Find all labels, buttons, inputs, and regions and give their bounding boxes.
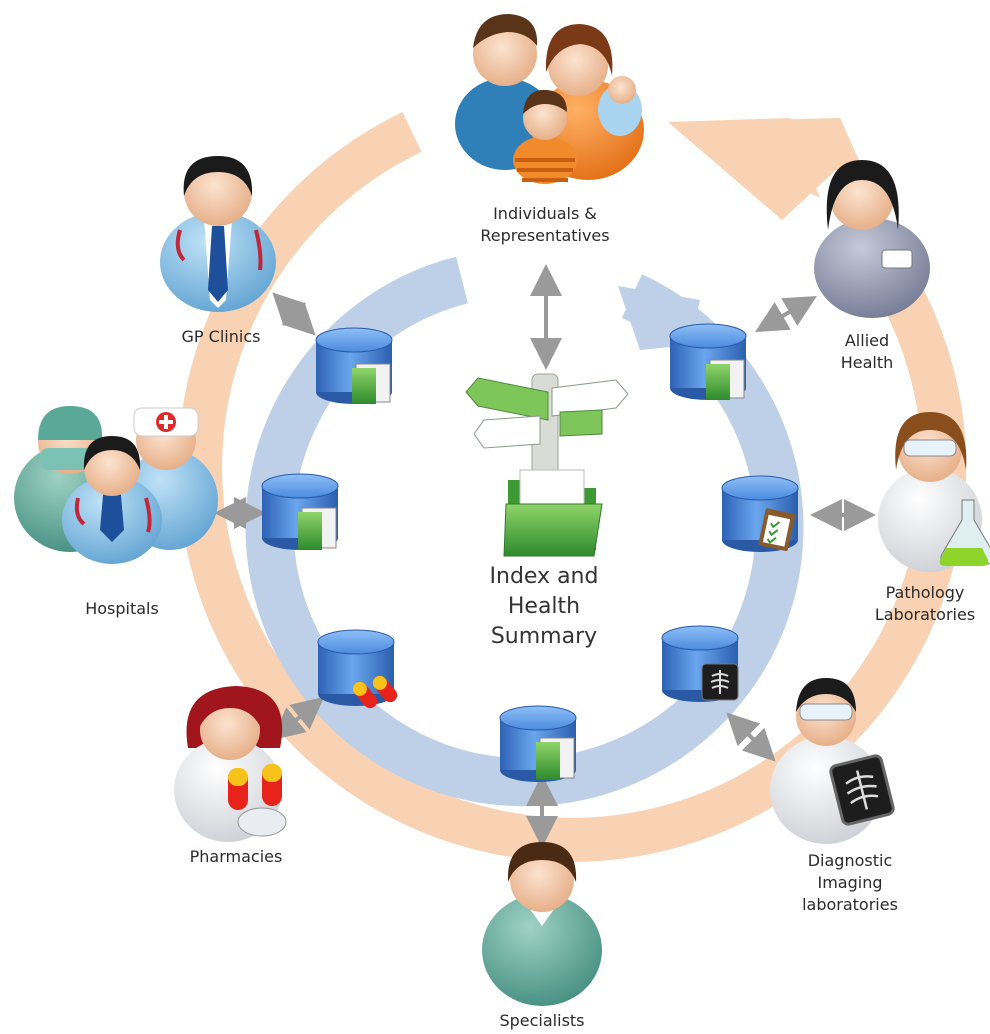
database-allied — [669, 323, 747, 400]
pills-icon — [352, 675, 398, 709]
specialist-icon — [482, 842, 602, 1006]
database-pharmacies — [317, 629, 398, 709]
label-imaging: Diagnostic Imaging laboratories — [802, 851, 898, 914]
label-individuals: Individuals & Representatives — [480, 204, 610, 245]
doctor-icon — [160, 156, 276, 312]
radiologist-icon — [770, 678, 895, 844]
lab-scientist-icon — [878, 412, 990, 572]
database-hospitals — [261, 473, 339, 550]
green-folder-icon — [503, 469, 603, 557]
clipboard-icon — [758, 508, 795, 552]
label-pharmacies: Pharmacies — [189, 847, 283, 866]
arrow-allied — [755, 295, 817, 333]
center-label: Index and Health Summary — [489, 564, 599, 649]
nurse-icon — [814, 160, 930, 318]
arrow-gp — [272, 292, 316, 336]
arrow-pharmacies — [271, 696, 325, 741]
pharmacist-icon — [174, 686, 287, 842]
document-folder-icon — [706, 359, 745, 400]
family-icon — [455, 14, 644, 184]
database-imaging — [661, 625, 739, 702]
connector-arrows — [214, 264, 876, 848]
database-gp — [315, 327, 393, 404]
label-gp-clinics: GP Clinics — [181, 327, 261, 346]
database-specialists — [499, 705, 577, 782]
xray-icon — [701, 663, 739, 701]
hospital-staff-icon — [14, 406, 218, 564]
label-allied-health: Allied Health — [840, 331, 894, 372]
label-pathology: Pathology Laboratories — [874, 583, 976, 624]
document-folder-icon — [352, 363, 391, 404]
document-folder-icon — [536, 737, 575, 780]
label-specialists: Specialists — [499, 1011, 585, 1030]
label-hospitals: Hospitals — [85, 599, 159, 618]
database-pathology — [721, 475, 799, 552]
document-folder-icon — [298, 507, 337, 550]
arrow-imaging — [726, 712, 776, 762]
